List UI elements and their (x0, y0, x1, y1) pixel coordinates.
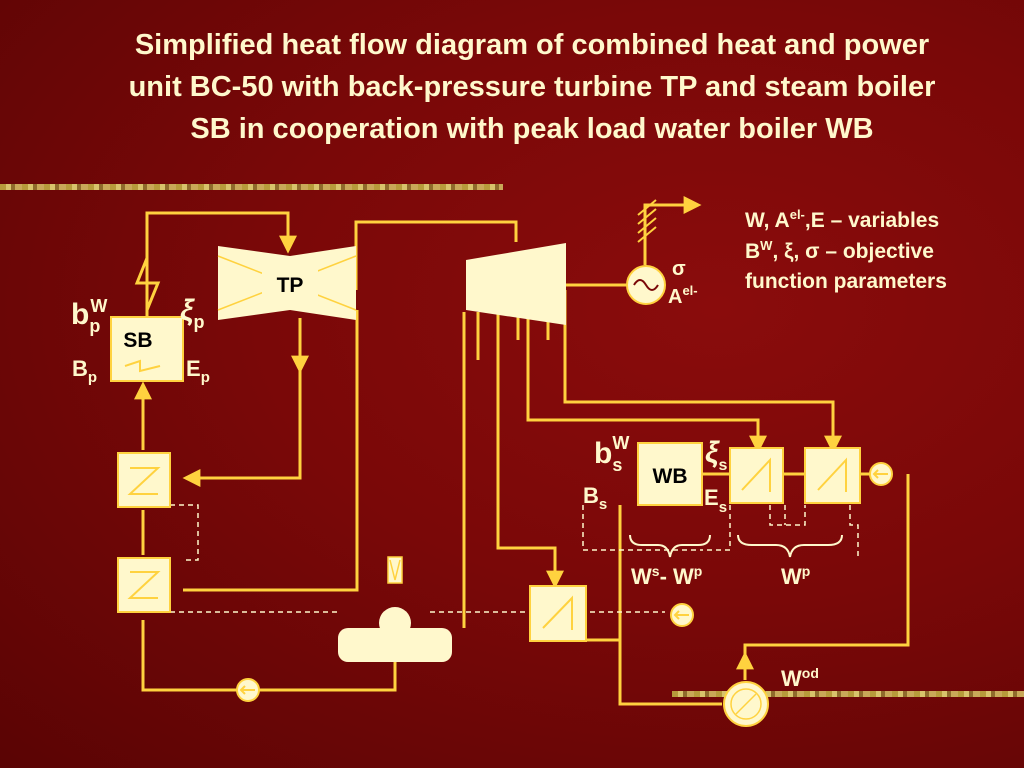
network-pump-icon (723, 681, 769, 727)
variables-legend: W, Ael-,E – variables BW, ξ, σ – objecti… (745, 207, 947, 293)
steam-lines (134, 196, 910, 706)
decorative-band-top (0, 184, 503, 190)
wp-label: Wp (781, 563, 810, 589)
generator-labels: σ Ael- (668, 258, 698, 308)
extraction-line-2 (496, 312, 564, 589)
sigma-label: σ (672, 258, 686, 280)
legend-line-3: function parameters (745, 270, 947, 293)
feed-heater-1 (117, 452, 171, 508)
brace-ws-wp (629, 534, 711, 558)
legend-line-1: W, Ael-,E – variables (745, 207, 939, 232)
generator-output (643, 196, 702, 265)
condensate-lines (170, 504, 859, 613)
xi-p-label: ξp (180, 294, 205, 332)
sb-label: SB (123, 329, 152, 352)
return-line-1 (183, 310, 359, 592)
boiler-zigzag (134, 257, 161, 311)
bs-label: bsW (594, 433, 629, 475)
generator (626, 265, 666, 305)
title-line-2: unit BC-50 with back-pressure turbine TP… (128, 71, 936, 103)
title-line-1: Simplified heat flow diagram of combined… (134, 29, 930, 61)
pump-icon (869, 462, 893, 486)
Bp-label: Bp (72, 356, 97, 386)
water-boiler-wb: WB (637, 442, 703, 506)
Es-label: Es (704, 485, 727, 516)
feed-heater-2 (117, 557, 171, 613)
network-heater-1 (729, 447, 784, 504)
wb-label: WB (653, 465, 688, 488)
title-line-3: SB in cooperation with peak load water b… (190, 113, 874, 145)
A-el-label: Ael- (668, 283, 698, 308)
pump-icon (670, 603, 694, 627)
condenser-heater (529, 585, 587, 642)
brace-wp (737, 534, 843, 558)
deaerator-tank (338, 607, 452, 662)
live-steam-line (145, 211, 297, 325)
Ep-label: Ep (186, 356, 210, 386)
bp-label: bpW (71, 296, 107, 336)
turbine-tp: TP (217, 246, 357, 320)
network-heater-2 (804, 447, 861, 504)
extraction-line-6 (563, 290, 842, 454)
valve-icon (387, 556, 403, 584)
pump-icon (236, 678, 260, 702)
wod-label: Wod (781, 665, 819, 691)
legend-line-2: BW, ξ, σ – objective (745, 238, 934, 263)
feedwater-loop (141, 620, 397, 692)
page-title: Simplified heat flow diagram of combined… (40, 24, 1024, 150)
turbine-lp (466, 243, 566, 325)
wb-parameters: bsW ξs Bs Es (583, 433, 728, 516)
decorative-band-bottom (672, 691, 1024, 697)
Bs-label: Bs (583, 483, 607, 513)
xi-s-label: ξs (705, 436, 728, 474)
steam-boiler-sb: SB (110, 316, 184, 382)
ws-wp-label: Ws- Wp (631, 563, 702, 589)
ground-hatch (637, 199, 657, 243)
network-supply-line (743, 474, 910, 675)
turbine-tp-label: TP (277, 274, 304, 297)
tp-extraction-down (182, 370, 302, 487)
extraction-line-4 (526, 315, 767, 454)
sb-parameters: bpW ξp Bp Ep (71, 294, 210, 386)
network-pump-line (618, 505, 722, 706)
